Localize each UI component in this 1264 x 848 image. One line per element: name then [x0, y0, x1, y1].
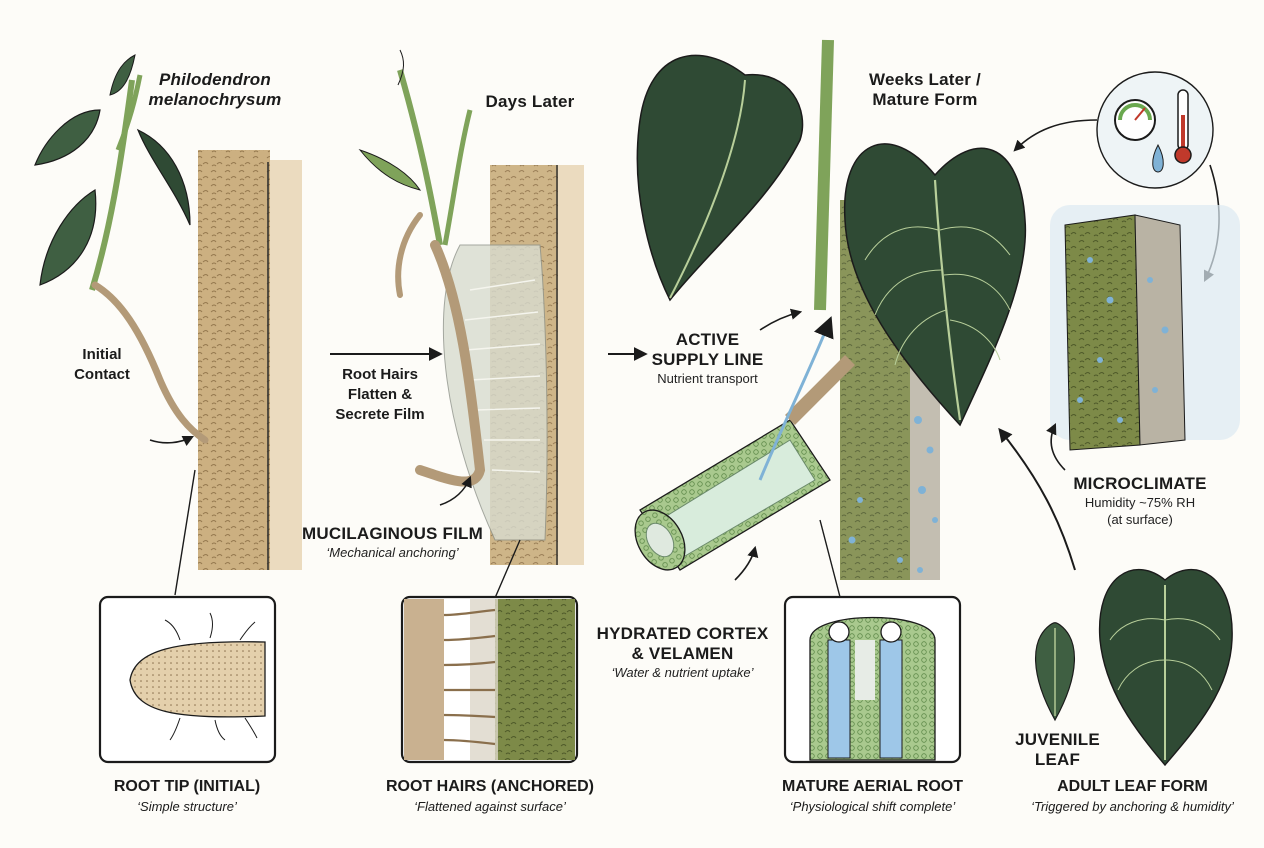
juvenile-leaf-line2: LEAF [1034, 750, 1081, 769]
panel-4-subtitle: ‘Triggered by anchoring & humidity’ [1031, 799, 1234, 814]
mucilaginous-film-title: MUCILAGINOUS FILM [302, 524, 483, 543]
aerial-root-1 [91, 281, 209, 444]
leaf-small-2 [136, 128, 191, 226]
stem-1 [89, 79, 135, 291]
supply-line-title-line2: SUPPLY LINE [651, 350, 764, 369]
leaf-large-right [843, 143, 1027, 427]
panel-2-subtitle: ‘Flattened against surface’ [414, 799, 566, 814]
cortex-subtitle: ‘Water & nutrient uptake’ [611, 665, 754, 680]
stage-title-weeks-line1: Weeks Later / [869, 70, 981, 89]
root-cross-section [634, 355, 855, 571]
cortex-title-line1: HYDRATED CORTEX [596, 624, 769, 643]
stem-3 [814, 39, 834, 311]
new-leaf-bud [358, 148, 422, 191]
root-hairs-line2: Flatten & [347, 386, 413, 403]
supply-line-arrow [758, 316, 834, 481]
wood-support-2 [558, 165, 584, 565]
supply-line-title-line1: ACTIVE [675, 330, 740, 349]
leaf-large-left [636, 54, 804, 302]
root-hairs-line1: Root Hairs [342, 366, 418, 383]
panel-1-title: ROOT TIP (INITIAL) [113, 778, 261, 795]
panel-root-tip [98, 595, 277, 764]
microclimate-humidity: Humidity ~75% RH [1084, 495, 1196, 510]
moss-pole-mini [1064, 214, 1141, 451]
microclimate-location: (at surface) [1107, 512, 1173, 527]
panel-1-subtitle: ‘Simple structure’ [137, 799, 237, 814]
stage-title-weeks-line2: Mature Form [872, 90, 978, 109]
panel-adult-leaf [1034, 569, 1233, 767]
aerial-root-2 [415, 240, 486, 487]
water-drop-icon [1152, 143, 1164, 173]
panel-mature-root [783, 595, 962, 764]
water-droplets-3 [848, 416, 938, 573]
cortex-title-line2: & VELAMEN [631, 644, 734, 663]
microclimate-title: MICROCLIMATE [1073, 474, 1207, 493]
stage-title-days-later: Days Later [485, 92, 575, 111]
mucilaginous-film [442, 244, 548, 541]
supply-line-subtitle: Nutrient transport [657, 371, 758, 386]
panel-3-subtitle: ‘Physiological shift complete’ [789, 799, 956, 814]
microclimate-illustration [998, 71, 1240, 571]
stage-initial-contact [34, 54, 302, 596]
species-name-line1: Philodendron [159, 70, 271, 89]
leaf-small-1 [34, 109, 101, 166]
panel-2-title: ROOT HAIRS (ANCHORED) [386, 778, 594, 795]
panel-4-title: ADULT LEAF FORM [1057, 778, 1208, 795]
root-hairs-line3: Secrete Film [335, 406, 425, 423]
mucilaginous-film-subtitle: ‘Mechanical anchoring’ [326, 545, 459, 560]
stage-anchoring [358, 49, 584, 599]
panel-root-hairs [400, 595, 579, 764]
species-name-line2: melanochrysum [148, 90, 282, 109]
stage-mature [634, 39, 1027, 598]
leaf-small-3 [39, 189, 97, 286]
initial-contact-line2: Contact [74, 366, 130, 383]
initial-contact-line1: Initial [82, 346, 122, 363]
leaf-small-4 [109, 54, 136, 96]
panel-3-title: MATURE AERIAL ROOT [781, 778, 964, 795]
moss-pole-1 [198, 150, 270, 570]
juvenile-leaf-line1: JUVENILE [1015, 730, 1100, 749]
stem-2 [397, 69, 443, 246]
wood-support-1 [270, 160, 302, 570]
